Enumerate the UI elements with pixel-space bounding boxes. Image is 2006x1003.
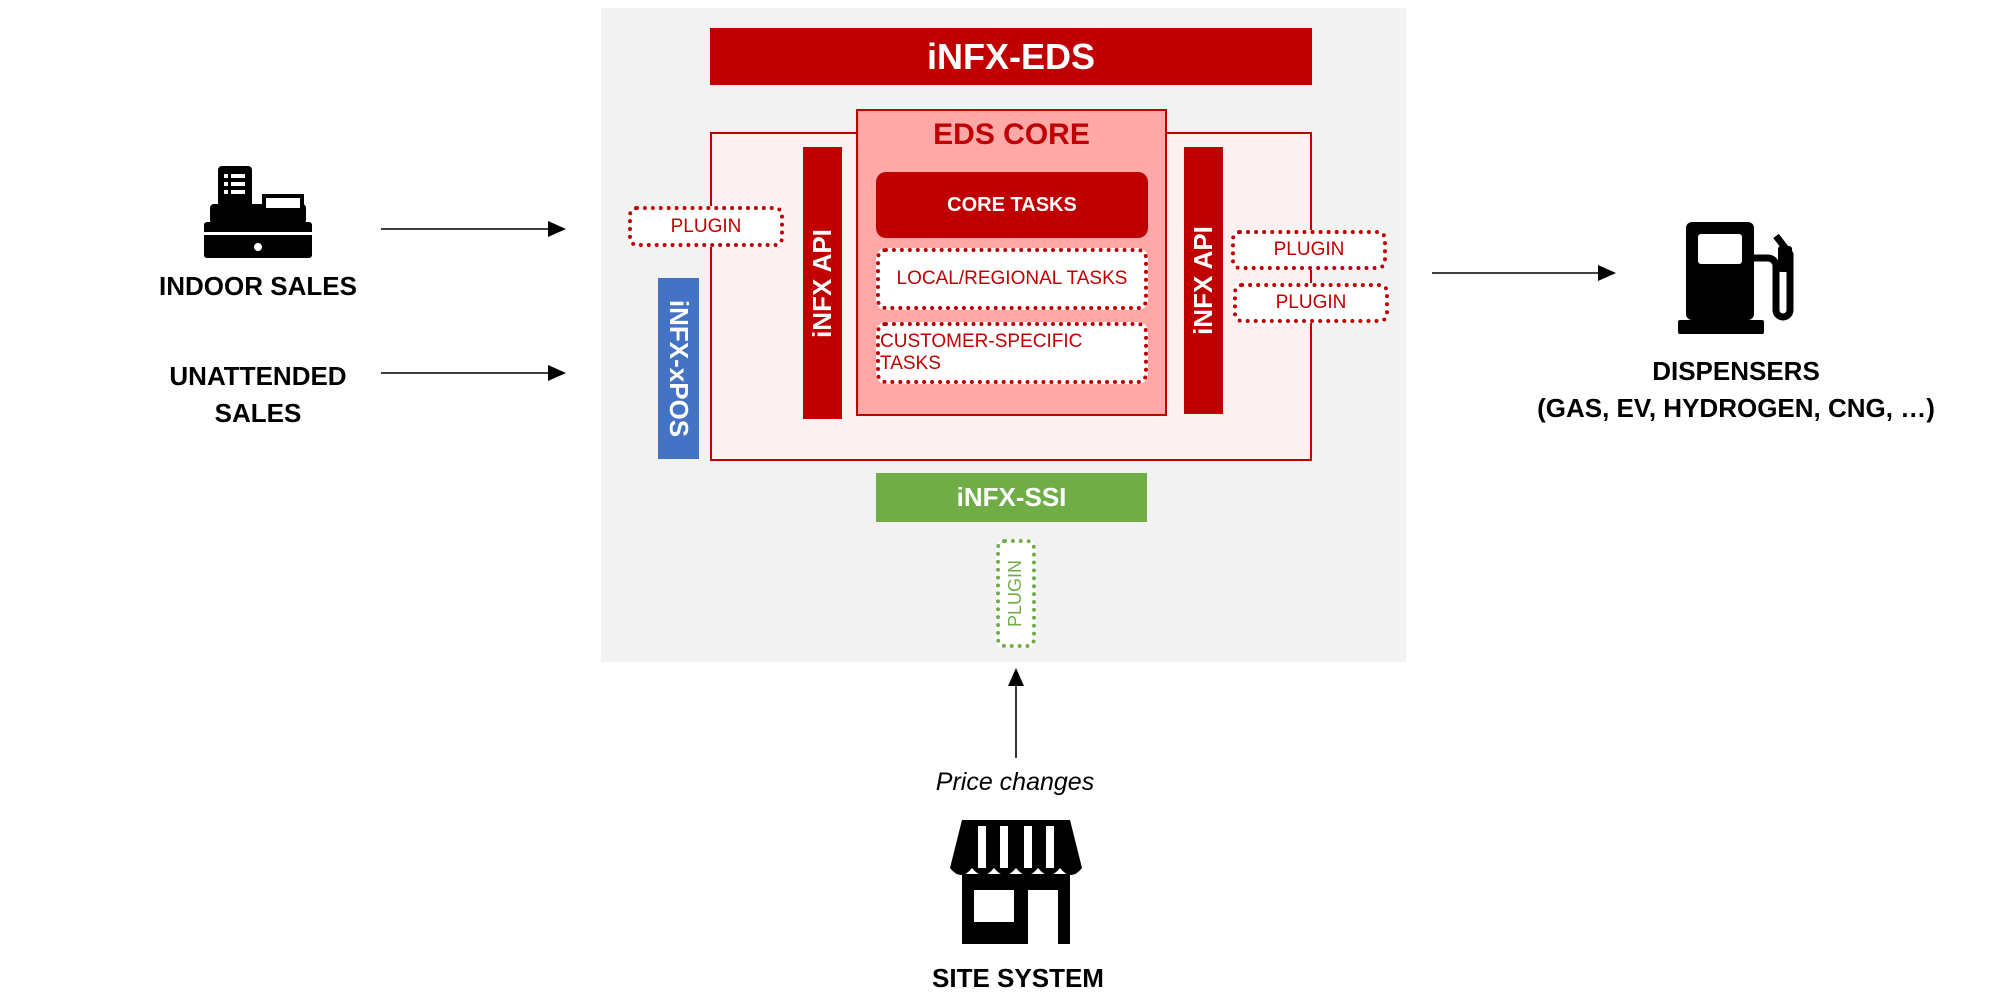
price-changes-label: Price changes (935, 768, 1095, 796)
api-bar-left: iNFX API (803, 147, 842, 419)
unattended-sales-line1: UNATTENDED (169, 361, 347, 391)
plugin-right-top: PLUGIN (1231, 230, 1387, 270)
fuel-pump-icon (1678, 222, 1794, 334)
local-regional-tasks-label: LOCAL/REGIONAL TASKS (896, 268, 1128, 289)
plugin-right-top-label: PLUGIN (1273, 239, 1345, 260)
eds-title: iNFX-EDS (926, 35, 1095, 77)
indoor-sales-label: INDOOR SALES (159, 271, 357, 301)
plugin-bottom: PLUGIN (996, 539, 1036, 648)
unattended-sales-line2: SALES (214, 398, 302, 428)
cash-register-icon (204, 166, 312, 258)
dispensers-line2: (GAS, EV, HYDROGEN, CNG, …) (1537, 393, 1935, 423)
eds-core-title: EDS CORE (933, 118, 1090, 151)
site-system-label: SITE SYSTEM (932, 963, 1104, 993)
ssi-label: iNFX-SSI (956, 482, 1067, 512)
ssi-bar: iNFX-SSI (876, 473, 1147, 522)
plugin-left: PLUGIN (628, 206, 784, 247)
core-tasks-box: CORE TASKS (876, 172, 1148, 238)
eds-title-bar: iNFX-EDS (710, 28, 1312, 85)
local-regional-tasks-box: LOCAL/REGIONAL TASKS (876, 248, 1148, 310)
plugin-left-label: PLUGIN (670, 215, 742, 237)
storefront-icon (950, 820, 1082, 944)
api-bar-right: iNFX API (1184, 147, 1223, 414)
xpos-bar: iNFX-xPOS (658, 278, 699, 459)
customer-specific-tasks-label: CUSTOMER-SPECIFIC TASKS (880, 331, 1083, 374)
customer-specific-tasks-box: CUSTOMER-SPECIFIC TASKS (876, 322, 1148, 384)
plugin-right-bottom: PLUGIN (1233, 283, 1389, 323)
core-tasks-label: CORE TASKS (947, 193, 1077, 216)
plugin-right-bottom-label: PLUGIN (1275, 292, 1347, 313)
dispensers-line1: DISPENSERS (1652, 356, 1820, 386)
